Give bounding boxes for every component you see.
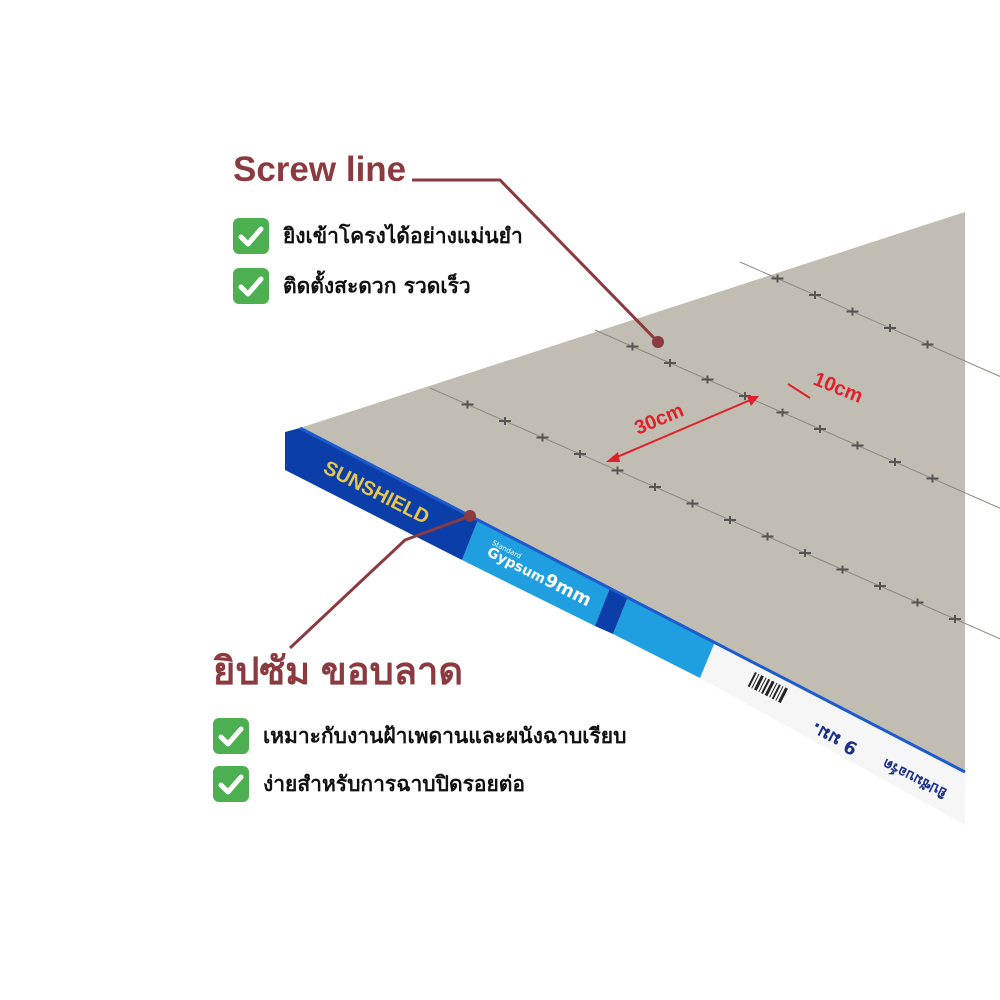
screw-mark xyxy=(874,582,886,590)
screw-line xyxy=(594,329,1000,509)
edge-highlight xyxy=(299,426,966,774)
screw-mark xyxy=(814,425,826,433)
check-icon xyxy=(213,766,249,802)
barcode xyxy=(747,672,788,704)
screw-mark xyxy=(851,441,864,450)
screw-item-text: ติดตั้งสะดวก รวดเร็ว xyxy=(283,273,471,298)
screw-mark xyxy=(461,400,474,409)
screw-lines xyxy=(429,261,1000,640)
screw-mark xyxy=(921,340,934,349)
screw-mark xyxy=(574,450,586,458)
edge-item: ง่ายสำหรับการฉาบปิดรอยต่อ xyxy=(213,766,525,802)
screw-mark xyxy=(809,291,821,299)
screw-mark xyxy=(884,324,896,332)
screw-item: ยิงเข้าโครงได้อย่างแม่นยำ xyxy=(233,218,523,254)
screw-mark xyxy=(846,307,859,316)
edge-item-text: เหมาะกับงานฝ้าเพดานและผนังฉาบเรียบ xyxy=(263,723,627,748)
board-top-surface xyxy=(300,212,965,772)
edge-item: เหมาะกับงานฝ้าเพดานและผนังฉาบเรียบ xyxy=(213,718,626,754)
screw-mark xyxy=(799,549,811,557)
board-edge-dark-blue xyxy=(285,428,478,560)
edge-title: ยิปซัม ขอบลาด xyxy=(213,651,464,693)
screw-mark xyxy=(664,359,676,367)
screw-mark xyxy=(649,483,661,491)
edge-dot xyxy=(464,510,476,522)
screw-item: ติดตั้งสะดวก รวดเร็ว xyxy=(233,268,471,304)
board-edge-light-blue xyxy=(462,520,610,626)
screw-mark xyxy=(499,417,511,425)
check-icon xyxy=(213,718,249,754)
board-edge-light-blue-2 xyxy=(613,597,715,678)
screw-mark xyxy=(724,516,736,524)
screw-mark xyxy=(836,565,849,574)
screw-mark xyxy=(949,615,961,623)
check-icon xyxy=(233,218,269,254)
screw-mark xyxy=(771,274,784,283)
screw-mark xyxy=(889,458,901,466)
screw-mark xyxy=(536,433,549,442)
screw-mark xyxy=(626,342,639,351)
edge-item-text: ง่ายสำหรับการฉาบปิดรอยต่อ xyxy=(263,771,526,796)
screw-mark xyxy=(686,499,699,508)
dimension-30cm xyxy=(606,396,759,462)
board-edge-stripe xyxy=(595,588,628,634)
screw-mark xyxy=(911,598,924,607)
screw-line-dot xyxy=(652,336,664,348)
screw-item-text: ยิงเข้าโครงได้อย่างแม่นยำ xyxy=(283,223,523,248)
screw-mark xyxy=(701,375,714,384)
board-edge-white xyxy=(700,642,965,825)
screw-mark xyxy=(611,466,624,475)
dimension-10cm xyxy=(787,383,811,399)
screw-mark xyxy=(776,408,789,417)
screw-mark xyxy=(761,532,774,541)
screw-line-title: Screw line xyxy=(233,150,407,189)
check-icon xyxy=(233,268,269,304)
screw-mark xyxy=(926,474,939,483)
screw-line xyxy=(429,387,1000,640)
screw-line-leader xyxy=(412,178,660,344)
edge-leader xyxy=(288,514,471,650)
